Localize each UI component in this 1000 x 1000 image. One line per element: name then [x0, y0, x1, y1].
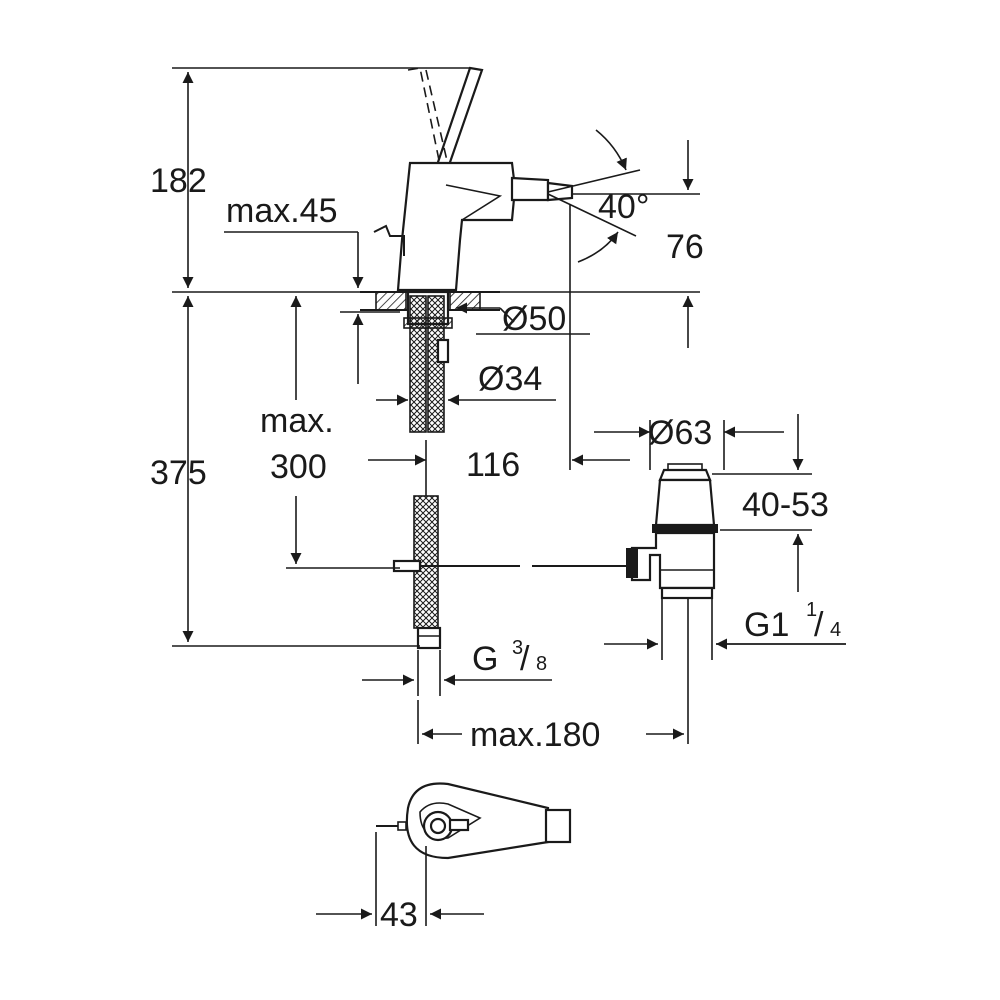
label-thread-g1-den: 4 [830, 619, 841, 641]
label-dia-63: Ø63 [648, 414, 712, 452]
svg-text:/: / [814, 606, 824, 644]
label-angle: 40° [598, 188, 649, 226]
waste-tail [630, 531, 716, 590]
dimension-lines [172, 67, 846, 926]
label-max-180: max.180 [470, 716, 600, 754]
hose-connector [416, 626, 442, 650]
spout [510, 176, 550, 202]
dimension-labels: 182 max.45 40° 76 Ø50 Ø34 max. 300 375 1… [150, 162, 841, 934]
lever-handle [434, 66, 484, 170]
label-dia-34: Ø34 [478, 360, 542, 398]
pop-up-rod [373, 224, 405, 256]
label-43: 43 [380, 896, 418, 934]
plan-view [376, 782, 572, 860]
waste-assembly [626, 463, 718, 600]
label-76: 76 [666, 228, 704, 266]
plan-lever-tab [448, 818, 470, 832]
label-116: 116 [466, 446, 520, 484]
label-182: 182 [150, 162, 207, 200]
label-thread-g-num: 3 [512, 637, 523, 659]
deck-left [375, 291, 407, 311]
faucet-side-view [360, 66, 632, 650]
lever-handle-alt-position [407, 67, 449, 166]
waste-body [654, 478, 716, 527]
supply-hose-upper-left [409, 295, 427, 433]
label-thread-g-den: 8 [536, 653, 547, 675]
waste-outlet [660, 586, 714, 600]
label-dia-50: Ø50 [502, 300, 566, 338]
label-300: 300 [270, 448, 327, 486]
rod-guide [436, 338, 450, 364]
svg-text:/: / [520, 640, 530, 678]
faucet-body-detail [445, 184, 503, 221]
waste-seal [652, 524, 718, 533]
waste-flange [658, 468, 712, 482]
label-thread-g: G [472, 640, 498, 678]
faucet-body [396, 161, 517, 292]
label-375: 375 [150, 454, 207, 492]
plan-spout [544, 808, 572, 844]
label-thread-g1-num: 1 [806, 599, 817, 621]
supply-hose-upper-right [427, 295, 445, 433]
label-thread-g1: G1 [744, 606, 789, 644]
label-max: max. [260, 402, 334, 440]
label-40-53: 40-53 [742, 486, 829, 524]
waste-pivot-nut [626, 548, 638, 578]
rod-clamp [392, 559, 422, 573]
label-max-45: max.45 [226, 192, 338, 230]
